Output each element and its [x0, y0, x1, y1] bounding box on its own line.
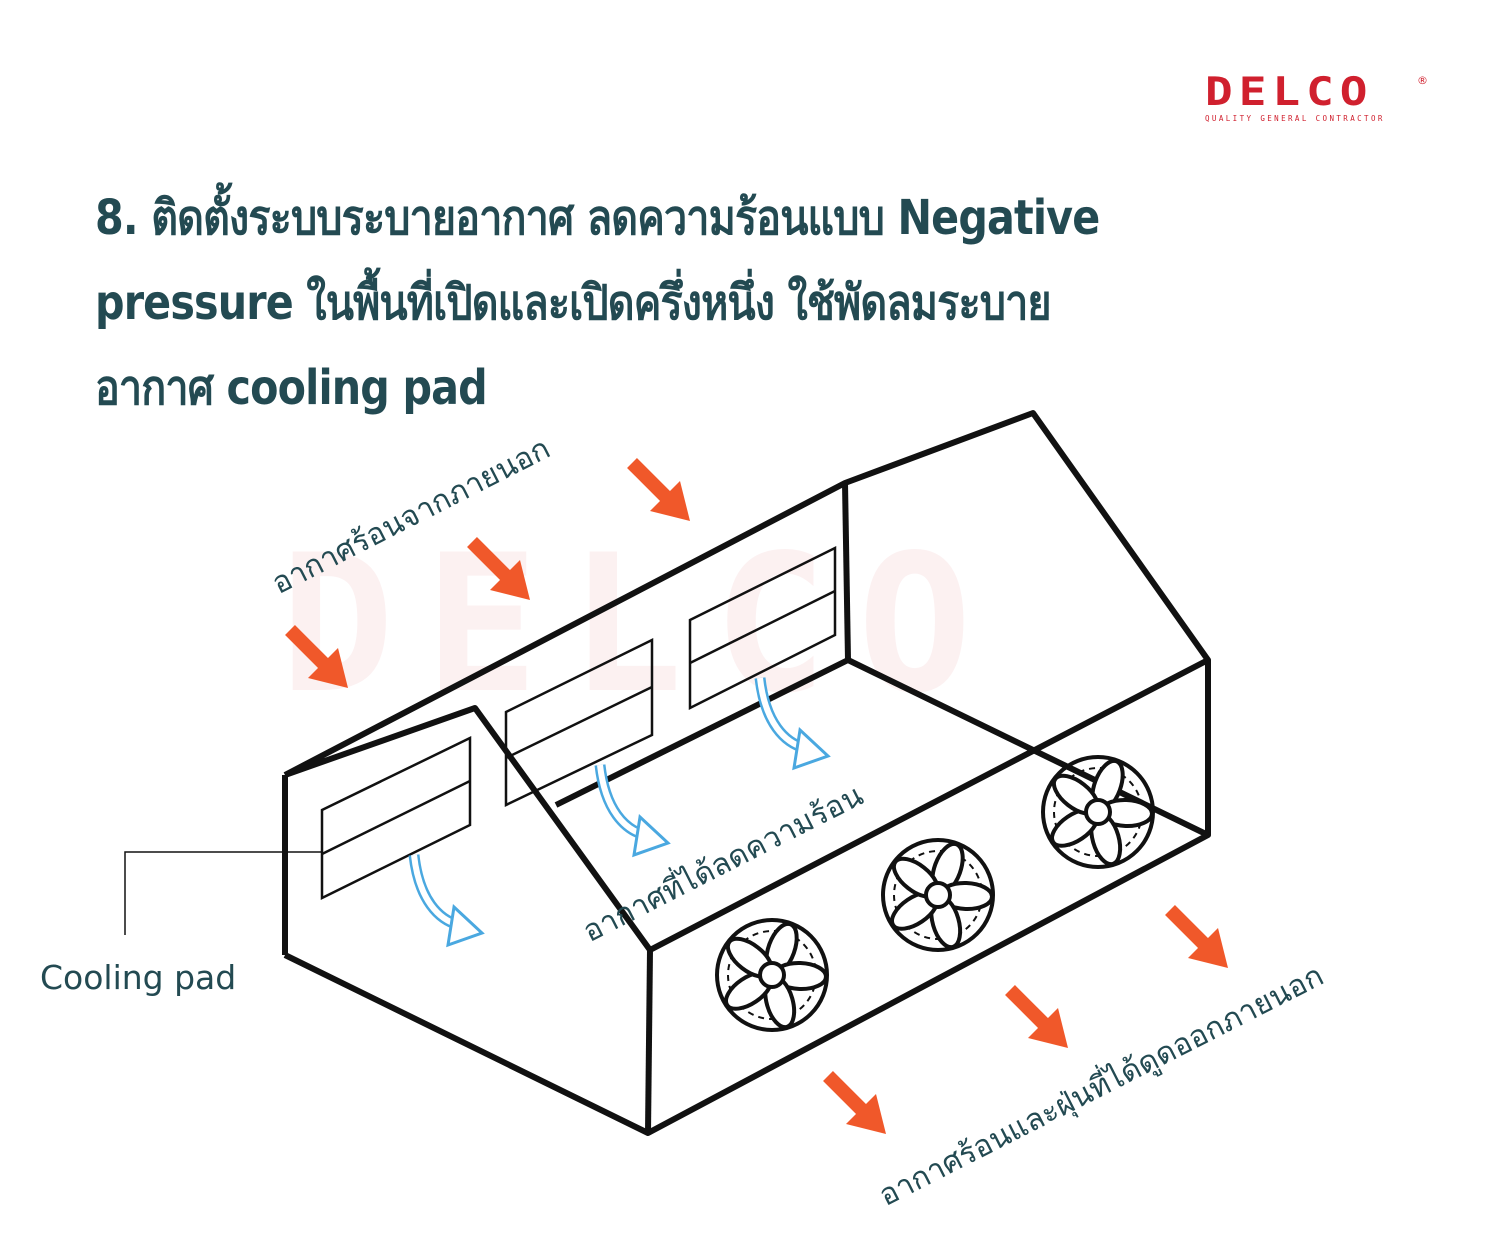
fan-icon [881, 837, 995, 953]
exhaust-arrow-icon [828, 1076, 886, 1134]
logo-tagline: QUALITY GENERAL CONTRACTOR [1205, 114, 1385, 123]
svg-text:DELCO: DELCO [280, 514, 1002, 735]
fan-icon [715, 917, 829, 1033]
page-title: 8. ติดตั้งระบบระบายอากาศ ลดความร้อนแบบ N… [95, 176, 1395, 431]
delco-logo: DELCO ® QUALITY GENERAL CONTRACTOR [1205, 72, 1430, 123]
title-line-1: 8. ติดตั้งระบบระบายอากาศ ลดความร้อนแบบ N… [95, 190, 1100, 246]
logo-brand: DELCO [1205, 68, 1374, 115]
hot-air-arrow-icon [632, 463, 690, 521]
exhaust-arrow-icon [1010, 990, 1068, 1048]
fan-icon [1041, 754, 1155, 870]
cooling-pad-windows [320, 545, 837, 901]
label-cooling-pad: Cooling pad [40, 958, 237, 997]
watermark: DELCO [280, 514, 1002, 735]
exhaust-arrow-icon [1170, 910, 1228, 968]
cool-air-arrow-icon [414, 855, 482, 945]
cooling-pad-leader-line [124, 851, 322, 935]
title-line-2: pressure ในพื้นที่เปิดและเปิดครึ่งหนึ่ง … [95, 275, 1052, 331]
logo-registered-mark: ® [1417, 74, 1428, 87]
title-line-3: อากาศ cooling pad [95, 360, 488, 416]
